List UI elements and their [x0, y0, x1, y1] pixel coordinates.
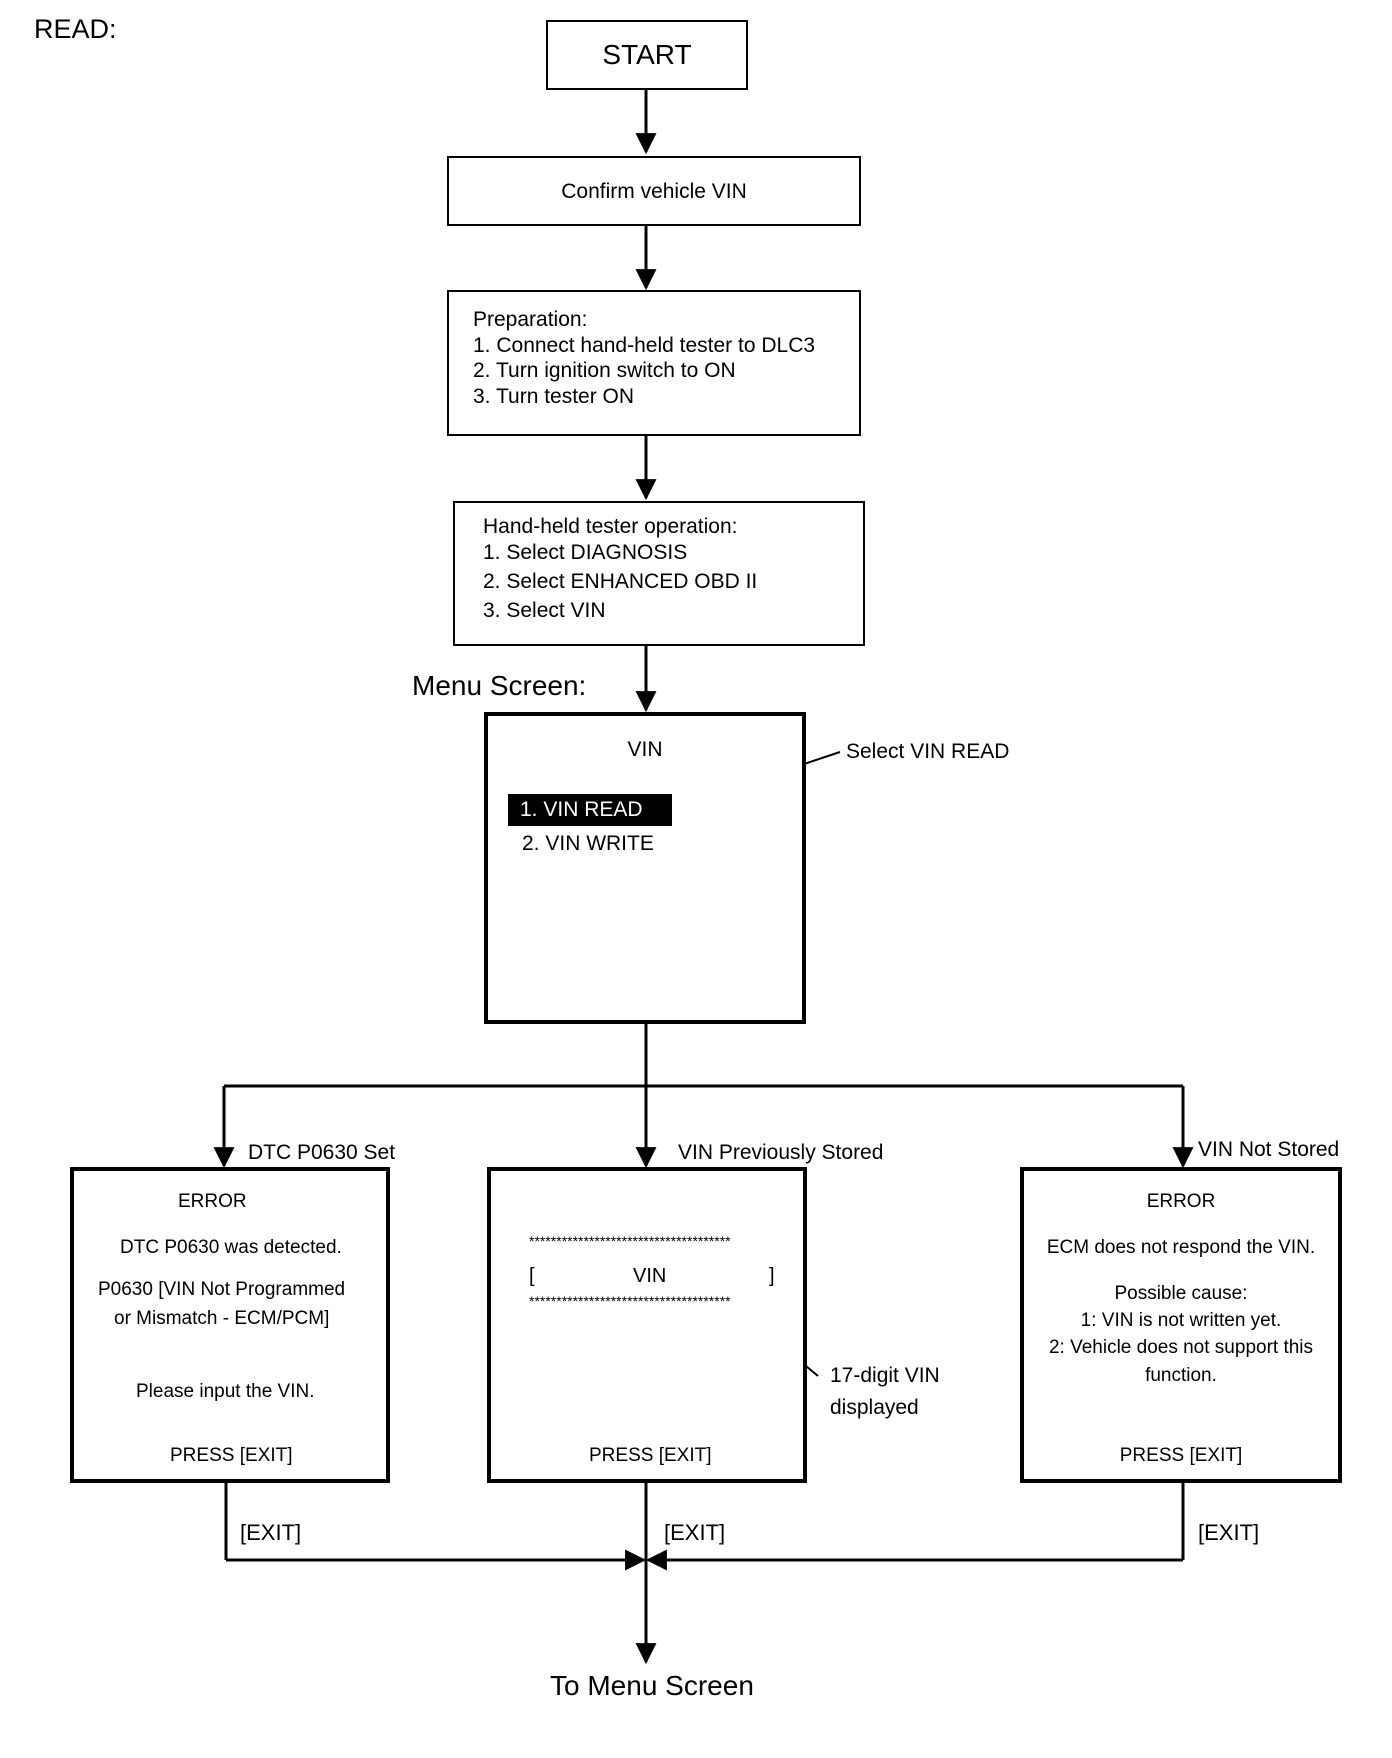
start-label: START [602, 39, 692, 70]
preparation-title: Preparation: [473, 308, 588, 331]
vin-press-exit: PRESS [EXIT] [589, 1445, 712, 1466]
preparation-box: Preparation: 1. Connect hand-held tester… [447, 290, 861, 436]
vin-stars-top: ************************************* [529, 1233, 731, 1249]
operation-title: Hand-held tester operation: [483, 515, 738, 538]
vin-bracket-open: [ [529, 1265, 535, 1287]
vin-stars-bottom: ************************************* [529, 1293, 731, 1309]
preparation-step-2: 2. Turn ignition switch to ON [473, 359, 736, 382]
not-stored-error-screen: ERROR ECM does not respond the VIN. Poss… [1020, 1167, 1342, 1483]
branch-label-stored: VIN Previously Stored [678, 1141, 884, 1164]
dtc-detected-text: DTC P0630 was detected. [120, 1237, 342, 1258]
preparation-step-1: 1. Connect hand-held tester to DLC3 [473, 334, 816, 357]
dtc-mismatch-text: or Mismatch - ECM/PCM] [114, 1308, 330, 1329]
dtc-error-title: ERROR [178, 1191, 247, 1212]
menu-screen-box: VIN 1. VIN READ 2. VIN WRITE [484, 712, 806, 1024]
confirm-vin-box: Confirm vehicle VIN [447, 156, 861, 226]
left-exit-label: [EXIT] [240, 1520, 302, 1545]
possible-cause-title: Possible cause: [1114, 1283, 1248, 1304]
possible-cause-2: 2: Vehicle does not support this [1048, 1337, 1314, 1358]
to-menu-screen-label: To Menu Screen [550, 1670, 754, 1701]
menu-item-vin-read-label: 1. VIN READ [520, 798, 643, 821]
menu-title: VIN [627, 738, 663, 761]
menu-item-vin-read[interactable]: 1. VIN READ [508, 794, 672, 826]
vin-stored-screen: ************************************* [ … [487, 1167, 807, 1483]
dtc-input-vin-text: Please input the VIN. [136, 1381, 315, 1402]
menu-item-vin-write[interactable]: 2. VIN WRITE [522, 832, 654, 855]
start-box: START [546, 20, 748, 90]
not-stored-error-title: ERROR [1146, 1191, 1216, 1212]
branch-label-not-stored: VIN Not Stored [1198, 1138, 1340, 1161]
middle-exit-label: [EXIT] [664, 1520, 726, 1545]
operation-step-1: 1. Select DIAGNOSIS [483, 541, 688, 564]
right-exit-label: [EXIT] [1198, 1520, 1260, 1545]
dtc-error-screen: ERROR DTC P0630 was detected. P0630 [VIN… [70, 1167, 390, 1483]
ecm-no-response-text: ECM does not respond the VIN. [1046, 1237, 1316, 1258]
select-vin-read-callout: Select VIN READ [846, 740, 1010, 763]
preparation-step-3: 3. Turn tester ON [473, 385, 635, 408]
not-stored-press-exit: PRESS [EXIT] [1119, 1445, 1243, 1466]
dtc-press-exit: PRESS [EXIT] [170, 1445, 293, 1466]
menu-screen-caption: Menu Screen: [412, 670, 587, 701]
possible-cause-1: 1: VIN is not written yet. [1080, 1310, 1282, 1331]
dtc-code-text: P0630 [VIN Not Programmed [98, 1279, 346, 1300]
vin-value: VIN [633, 1265, 667, 1287]
confirm-vin-label: Confirm vehicle VIN [561, 180, 747, 203]
branch-label-dtc: DTC P0630 Set [248, 1141, 396, 1164]
read-heading: READ: [34, 14, 117, 44]
operation-step-3: 3. Select VIN [483, 599, 606, 622]
vin-callout-line2: displayed [830, 1396, 919, 1419]
vin-callout-line1: 17-digit VIN [830, 1364, 940, 1387]
operation-box: Hand-held tester operation: 1. Select DI… [453, 501, 865, 646]
operation-step-2: 2. Select ENHANCED OBD II [483, 570, 758, 593]
vin-bracket-close: ] [769, 1265, 775, 1287]
possible-cause-2-cont: function. [1145, 1365, 1217, 1386]
